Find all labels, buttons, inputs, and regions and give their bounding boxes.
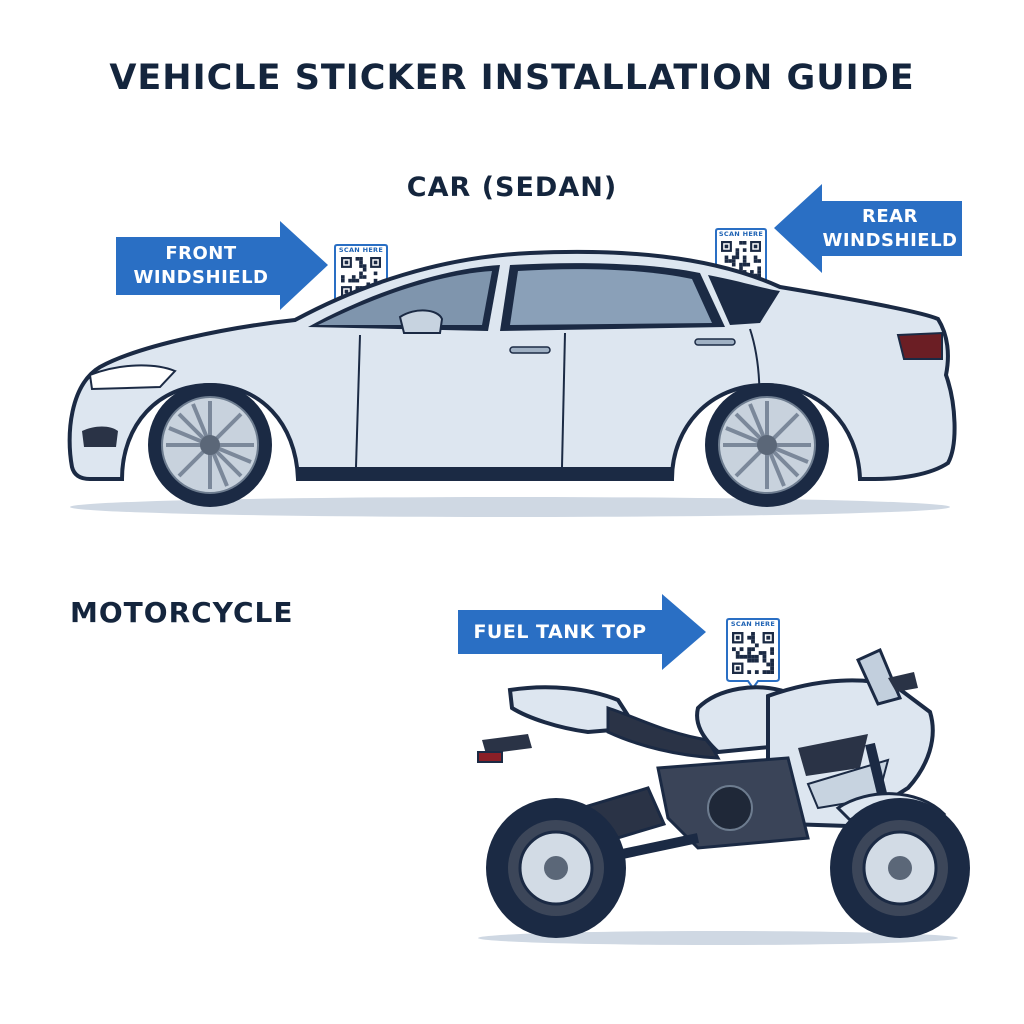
car-section-heading: CAR (SEDAN) <box>406 172 618 203</box>
fuel-tank-qr-sticker: SCAN HERE <box>726 618 780 690</box>
rear-windshield-arrow: REAR WINDSHIELD <box>774 184 962 273</box>
fuel-tank-label: FUEL TANK TOP <box>473 621 647 643</box>
page-title: VEHICLE STICKER INSTALLATION GUIDE <box>109 58 915 98</box>
front-windshield-arrow: FRONT WINDSHIELD <box>116 221 328 310</box>
qr-code-icon <box>341 257 381 297</box>
arrow-right-icon <box>116 221 328 310</box>
rear-windshield-label: REAR WINDSHIELD <box>822 205 958 251</box>
fuel-tank-arrow: FUEL TANK TOP <box>458 594 706 670</box>
motorcycle-illustration <box>477 648 970 945</box>
arrow-left-icon <box>774 184 962 273</box>
qr-caption: SCAN HERE <box>730 620 776 628</box>
sedan-car-illustration <box>67 249 957 517</box>
front-windshield-label: FRONT WINDSHIELD <box>133 243 269 288</box>
qr-code-icon <box>732 632 774 676</box>
qr-caption: SCAN HERE <box>718 230 764 238</box>
arrow-right-icon <box>458 594 706 670</box>
qr-caption: SCAN HERE <box>338 246 384 254</box>
motorcycle-section-heading: MOTORCYCLE <box>70 596 294 629</box>
qr-code-icon <box>721 241 761 283</box>
